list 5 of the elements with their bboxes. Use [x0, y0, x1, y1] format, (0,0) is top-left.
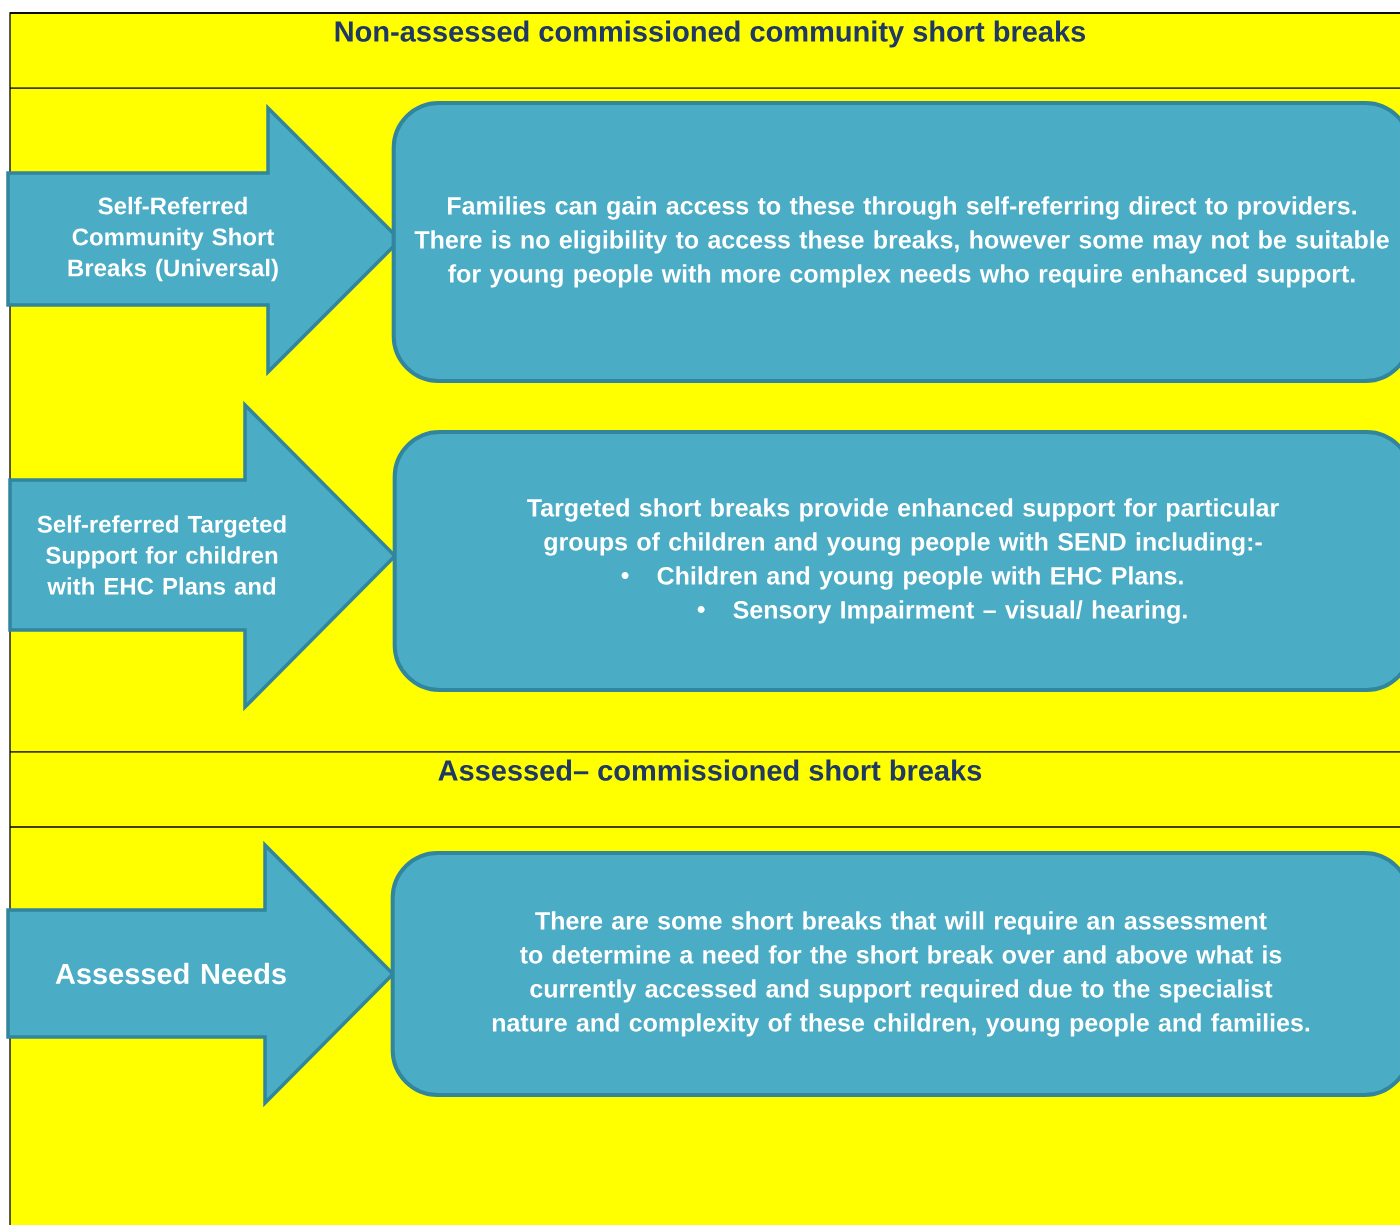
rounded-box: Families can gain access to these through self-referring direct to providers. There is no eligibility to access these breaks, however some may not be suitable for young people with more complex needs who require enhanced support. [391, 101, 1400, 383]
section-heading: Assessed– commissioned short breaks [438, 759, 982, 781]
rounded-box: There are some short breaks that will require an assessment to determine a need for the short break over and above what is currently accessed and support required due to the specialist nature and complexity of these children, young people and families. [390, 851, 1400, 1097]
section-heading: Non-assessed commissioned community short breaks [335, 20, 1086, 48]
rounded-box: Targeted short breaks provide enhanced support for particular groups of children and young people with SEND including:- Children and young people with EHC Plans. Sensory Impairment – visual/ hearing. [392, 430, 1400, 692]
